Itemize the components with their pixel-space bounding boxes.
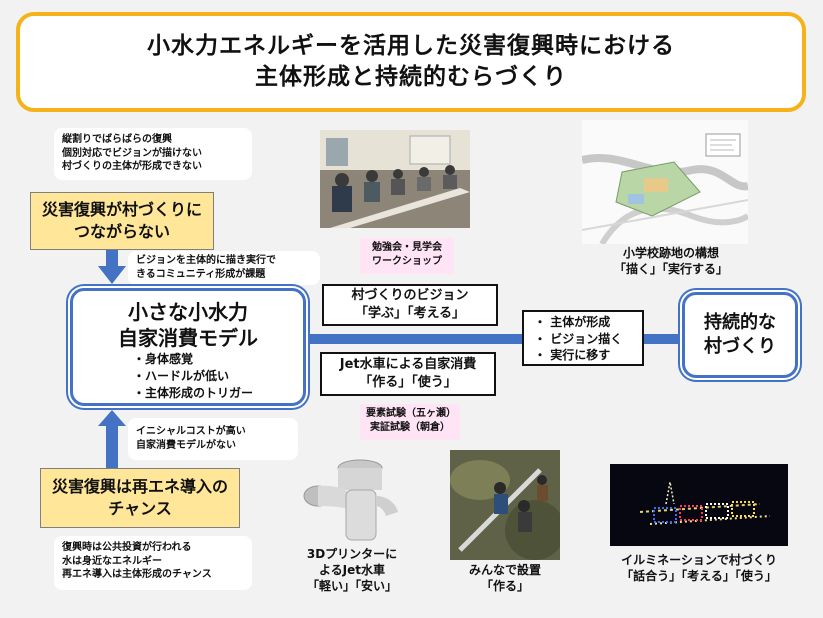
bottom-note: 復興時は公共投資が行われる 水は身近なエネルギー 再エネ導入は主体形成のチャンス: [54, 536, 252, 590]
trial-label: 要素試験（五ヶ瀬） 実証試験（朝倉）: [360, 404, 460, 440]
vision-line-2: 「学ぶ」「考える」: [324, 305, 496, 323]
model-points: 身体感覚 ハードルが低い 主体形成のトリガー: [133, 351, 303, 401]
illumination-caption-line-2: 「話合う」「考える」「使う」: [596, 568, 802, 584]
problem-line-2: つながらない: [31, 221, 213, 243]
3d-printed-turbine-image: [300, 456, 404, 544]
top-note-line: 縦割りでばらばらの復興: [62, 133, 244, 147]
upper-note-line: ビジョンを主体的に描き実行で: [136, 254, 312, 268]
trial-label-line-2: 実証試験（朝倉）: [366, 421, 454, 435]
installation-illustration: [450, 450, 560, 560]
goal-line-2: 村づくり: [685, 335, 795, 359]
3d-printer-caption: 3Dプリンターに よるJet水車 「軽い」「安い」: [302, 546, 402, 595]
jet-line-2: 「作る」「使う」: [322, 374, 494, 392]
jet-turbine-box: Jet水車による自家消費 「作る」「使う」: [320, 352, 496, 396]
chance-box: 災害復興は再エネ導入の チャンス: [40, 468, 240, 528]
model-point: 主体形成のトリガー: [133, 385, 303, 402]
bottom-note-line: 再エネ導入は主体形成のチャンス: [62, 568, 244, 582]
model-title-line-1: 小さな小水力: [73, 299, 303, 325]
meeting-photo: [320, 130, 470, 228]
illumination-caption: イルミネーションで村づくり 「話合う」「考える」「使う」: [596, 552, 802, 584]
illumination-caption-line-1: イルミネーションで村づくり: [596, 552, 802, 568]
lower-arrow-note: イニシャルコストが高い 自家消費モデルがない: [128, 418, 298, 460]
top-note-line: 村づくりの主体が形成できない: [62, 160, 244, 174]
jet-line-1: Jet水車による自家消費: [322, 356, 494, 374]
model-title-line-2: 自家消費モデル: [73, 325, 303, 351]
school-map-illustration: [582, 120, 748, 244]
meeting-photo-illustration: [320, 130, 470, 228]
printer-caption-line-2: よるJet水車: [302, 562, 402, 578]
problem-line-1: 災害復興が村づくりに: [31, 199, 213, 221]
lower-arrow-head: [98, 410, 126, 426]
vision-box: 村づくりのビジョン 「学ぶ」「考える」: [322, 284, 498, 326]
installation-photo: [450, 450, 560, 560]
bottom-note-line: 復興時は公共投資が行われる: [62, 541, 244, 555]
lower-note-line: イニシャルコストが高い: [136, 425, 290, 439]
study-label-line-1: 勉強会・見学会: [366, 241, 448, 255]
self-consumption-model-box: 小さな小水力 自家消費モデル 身体感覚 ハードルが低い 主体形成のトリガー: [70, 288, 306, 406]
school-caption-line-2: 「描く」「実行する」: [588, 261, 754, 277]
illumination-photo: [610, 464, 788, 546]
model-point: ハードルが低い: [133, 368, 303, 385]
result-item: ビジョン描く: [534, 331, 638, 348]
goal-line-1: 持続的な: [685, 311, 795, 335]
upper-arrow-shaft: [106, 250, 118, 266]
upper-arrow-note: ビジョンを主体的に描き実行で きるコミュニティ形成が課題: [128, 251, 320, 285]
trial-label-line-1: 要素試験（五ヶ瀬）: [366, 407, 454, 421]
goal-box: 持続的な 村づくり: [682, 292, 798, 378]
study-label-line-2: ワークショップ: [366, 255, 448, 269]
lower-note-line: 自家消費モデルがない: [136, 439, 290, 453]
upper-note-line: きるコミュニティ形成が課題: [136, 268, 312, 282]
install-caption-line-2: 「作る」: [450, 578, 560, 594]
turbine-illustration: [300, 456, 404, 544]
vision-line-1: 村づくりのビジョン: [324, 287, 496, 305]
result-item: 主体が形成: [534, 314, 638, 331]
bottom-note-line: 水は身近なエネルギー: [62, 555, 244, 569]
printer-caption-line-3: 「軽い」「安い」: [302, 578, 402, 594]
study-meeting-label: 勉強会・見学会 ワークショップ: [360, 238, 454, 274]
school-caption-line-1: 小学校跡地の構想: [588, 245, 754, 261]
results-list: 主体が形成 ビジョン描く 実行に移す: [522, 310, 644, 366]
lower-arrow-shaft: [106, 426, 118, 468]
upper-arrow-head: [98, 266, 126, 284]
problem-box: 災害復興が村づくりに つながらない: [30, 192, 214, 250]
top-note-line: 個別対応でビジョンが描けない: [62, 147, 244, 161]
model-point: 身体感覚: [133, 351, 303, 368]
result-item: 実行に移す: [534, 347, 638, 364]
top-issue-note: 縦割りでばらばらの復興 個別対応でビジョンが描けない 村づくりの主体が形成できな…: [54, 128, 252, 180]
installation-caption: みんなで設置 「作る」: [450, 562, 560, 594]
illumination-illustration: [610, 464, 788, 546]
chance-line-2: チャンス: [41, 498, 239, 520]
install-caption-line-1: みんなで設置: [450, 562, 560, 578]
school-site-map: [582, 120, 748, 244]
chance-line-1: 災害復興は再エネ導入の: [41, 476, 239, 498]
printer-caption-line-1: 3Dプリンターに: [302, 546, 402, 562]
school-site-caption: 小学校跡地の構想 「描く」「実行する」: [588, 245, 754, 277]
